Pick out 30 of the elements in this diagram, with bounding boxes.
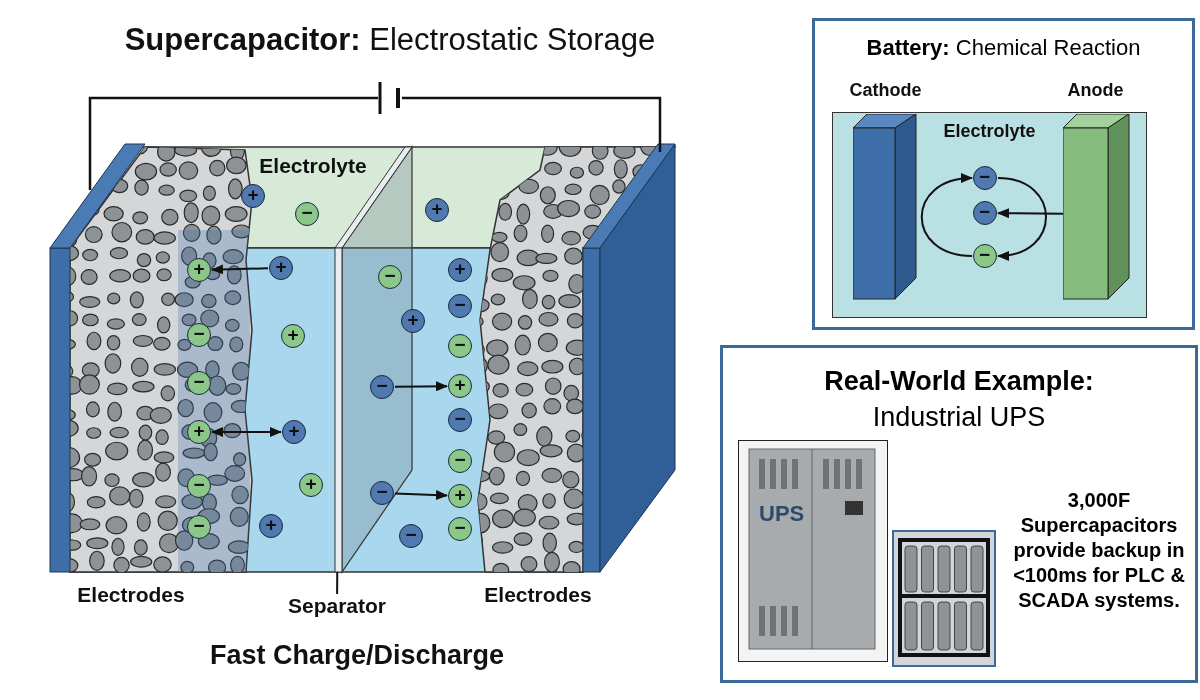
electrode-label: Anode — [1066, 79, 1125, 101]
description-text: 3,000F Supercapacitors provide backup in <100ms for PLC & SCADA systems. — [1012, 488, 1186, 613]
panel-heading: Real-World Example: — [823, 366, 1095, 397]
region-label: Electrolyte — [942, 121, 1037, 142]
electrode-label: Cathode — [848, 79, 923, 101]
separator-membrane — [334, 247, 343, 573]
arrow — [997, 177, 1047, 260]
panel-subheading: Industrial UPS — [871, 402, 1047, 433]
arrow — [394, 381, 448, 392]
arrow — [211, 264, 269, 275]
photo-frame — [892, 530, 996, 667]
cabinet-label: UPS — [759, 501, 805, 527]
leader-line — [336, 571, 339, 595]
electrode-label: Electrodes — [483, 583, 593, 607]
electrolyte-label: Electrolyte — [258, 154, 368, 178]
panel-heading: Battery: Chemical Reaction — [865, 35, 1142, 61]
negative-ion: − — [972, 165, 997, 190]
diagram-title: Supercapacitor: Electrostatic Storage — [123, 22, 657, 58]
electrode-label: Electrodes — [76, 583, 186, 607]
photo-frame — [738, 440, 888, 662]
negative-ion: − — [972, 243, 997, 268]
negative-ion: − — [972, 200, 997, 225]
example-panel — [720, 345, 1198, 683]
arrow — [394, 490, 448, 501]
arrow — [920, 174, 973, 257]
separator-label: Separator — [282, 594, 392, 620]
arrow — [997, 208, 1064, 219]
caption: Fast Charge/Discharge — [208, 640, 506, 671]
battery-panel — [812, 18, 1195, 330]
arrow — [211, 427, 282, 437]
